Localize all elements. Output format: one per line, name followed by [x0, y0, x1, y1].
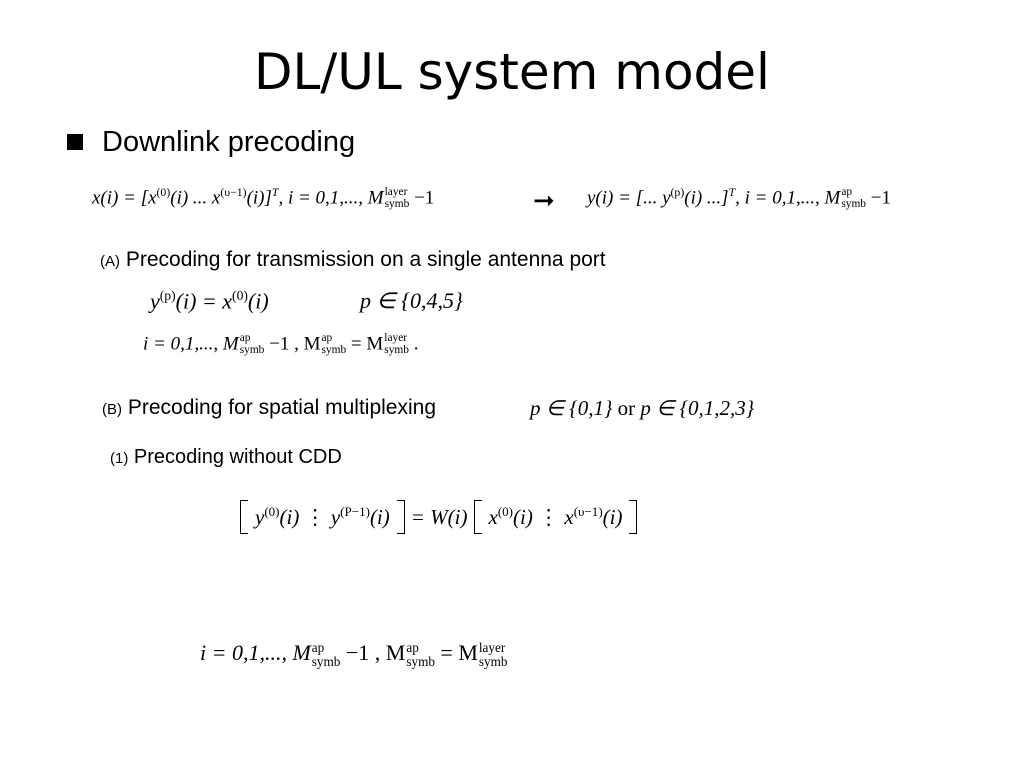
- section-1-text: Precoding without CDD: [133, 446, 342, 468]
- arrow-right-icon: ➞: [533, 186, 555, 216]
- precoding-matrix-equation: y(0)(i) ⋮ y(P−1)(i) = W(i) x(0)(i) ⋮ x(υ…: [240, 500, 638, 535]
- spatial-mux-port-sets: p ∈ {0,1} or p ∈ {0,1,2,3}: [530, 396, 755, 420]
- precoding-matrix-term: = W(i): [410, 504, 468, 529]
- section-1-heading: (1) Precoding without CDD: [110, 446, 342, 469]
- section-a-tag: (A): [100, 253, 120, 270]
- layer-vector-equation: x(i) = [x(0)(i) ... x(υ−1)(i)]T, i = 0,1…: [92, 186, 435, 210]
- single-port-set: p ∈ {0,4,5}: [360, 288, 463, 313]
- section-1-tag: (1): [110, 450, 129, 467]
- bullet-heading: Downlink precoding: [102, 126, 356, 158]
- output-column-vector: y(0)(i) ⋮ y(P−1)(i): [240, 500, 405, 535]
- section-b-tag: (B): [102, 401, 122, 418]
- section-a-heading: (A) Precoding for transmission on a sing…: [100, 248, 606, 272]
- bullet-square-icon: [67, 134, 83, 150]
- section-a-text: Precoding for transmission on a single a…: [125, 248, 606, 271]
- input-column-vector: x(0)(i) ⋮ x(υ−1)(i): [473, 500, 638, 535]
- single-port-equation: y(p)(i) = x(0)(i): [150, 288, 269, 314]
- output-vector-equation: y(i) = [... y(p)(i) ...]T, i = 0,1,..., …: [587, 186, 891, 210]
- section-b-heading: (B) Precoding for spatial multiplexing: [102, 396, 436, 420]
- section-b-text: Precoding for spatial multiplexing: [127, 396, 437, 419]
- page-title: DL/UL system model: [254, 43, 770, 101]
